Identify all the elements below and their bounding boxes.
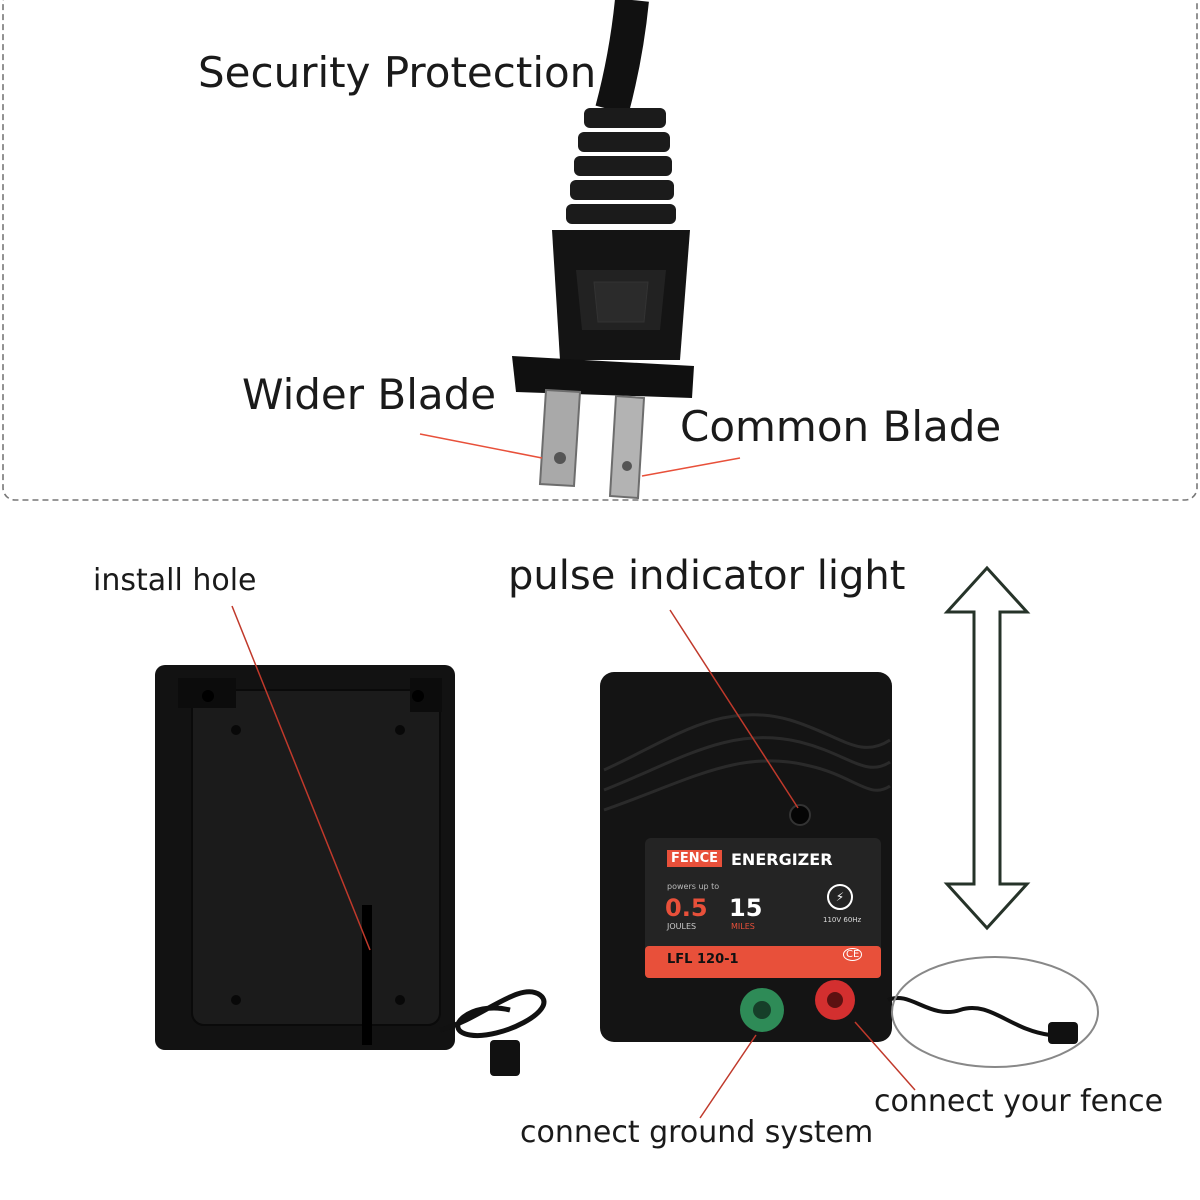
energizer-back-view — [155, 665, 547, 1076]
energizer-label-plate: FENCE ENERGIZER powers up to 0.5 JOULES … — [645, 838, 881, 978]
pulse-indicator-leader — [669, 609, 799, 809]
brand-word: ENERGIZER — [731, 850, 833, 869]
ground-leader — [699, 1034, 757, 1119]
energizer-front-view — [600, 672, 1078, 1044]
connect-ground-label: connect ground system — [520, 1115, 874, 1150]
top-panel-frame — [2, 0, 1198, 501]
connect-fence-label: connect your fence — [874, 1084, 1164, 1119]
fence-leader — [854, 1021, 916, 1091]
common-blade-label: Common Blade — [680, 402, 1002, 451]
install-hole-leader — [231, 605, 371, 951]
plug-icon — [512, 0, 694, 500]
wider-blade-label: Wider Blade — [242, 370, 497, 419]
brand-box: FENCE — [667, 850, 723, 867]
joules-unit: JOULES — [667, 922, 697, 931]
power-plug-symbol-icon: ⚡ — [827, 884, 853, 910]
wider-blade-leader — [419, 433, 543, 459]
pulse-indicator-light — [789, 804, 811, 826]
powers-up-to: powers up to — [667, 882, 720, 891]
cord-highlight-ellipse — [891, 956, 1099, 1068]
install-hole-label: install hole — [93, 563, 257, 598]
ce-mark: CE — [843, 948, 863, 961]
voltage-rating: 110V 60Hz — [823, 916, 862, 924]
miles-unit: MILES — [731, 922, 755, 931]
double-arrow-icon — [943, 565, 1031, 931]
joules-value: 0.5 — [665, 894, 708, 922]
common-blade-leader — [641, 457, 741, 477]
pulse-indicator-label: pulse indicator light — [508, 553, 906, 599]
security-protection-title: Security Protection — [198, 48, 597, 97]
miles-value: 15 — [729, 894, 763, 922]
model-number: LFL 120-1 — [667, 952, 739, 967]
